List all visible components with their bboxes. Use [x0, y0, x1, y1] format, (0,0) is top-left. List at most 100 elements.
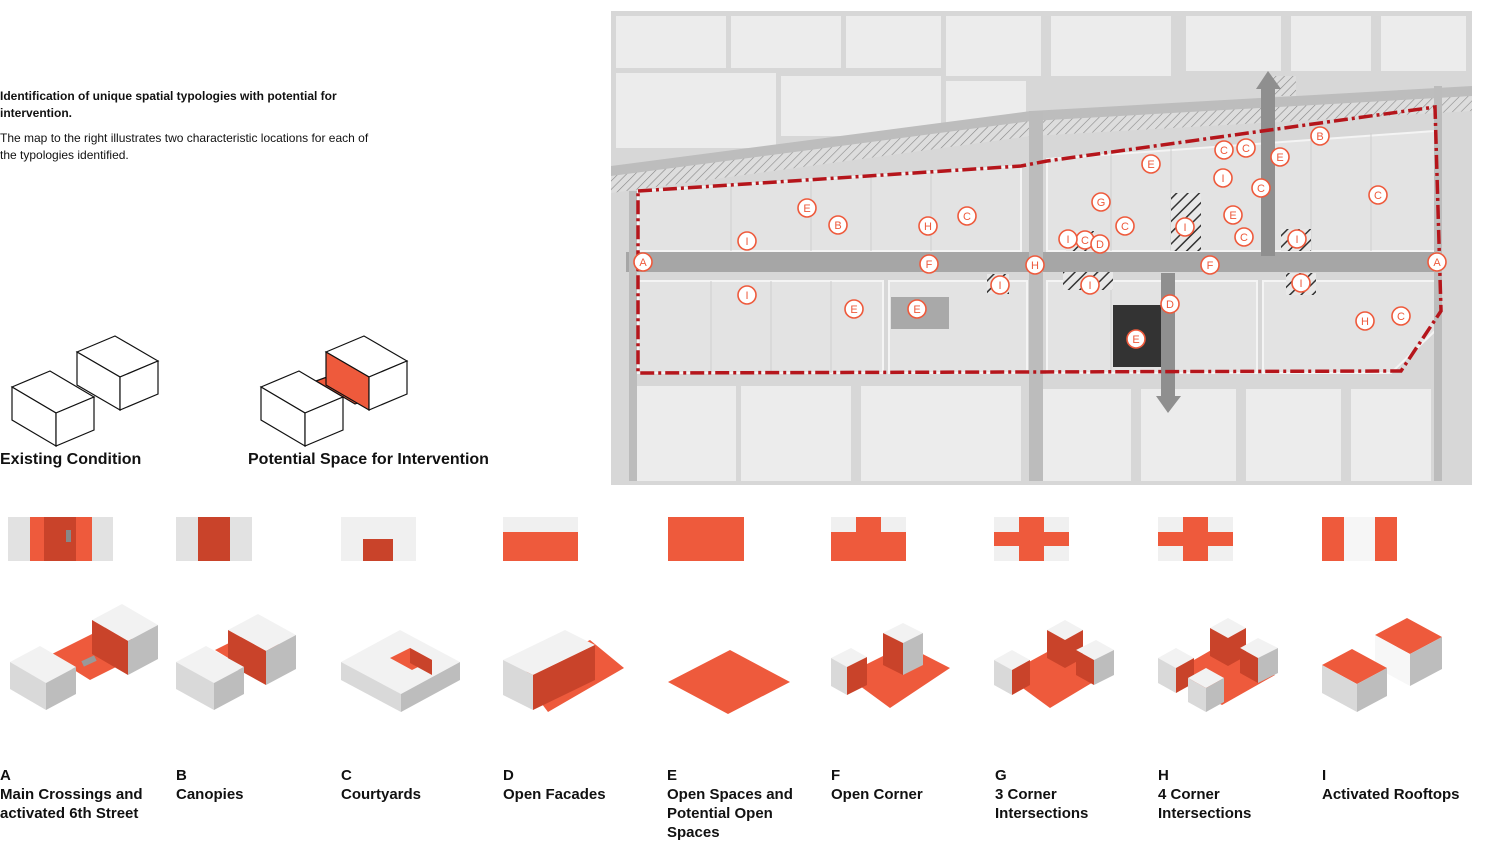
axo-c — [341, 630, 460, 712]
map-marker-label: F — [1207, 260, 1214, 272]
map-marker-label: E — [913, 304, 920, 316]
plan-d — [503, 517, 578, 561]
map-marker-label: E — [850, 304, 857, 316]
legend-potential-label: Potential Space for Intervention — [248, 451, 489, 468]
axo-a — [10, 604, 158, 710]
typology-letter: C — [341, 767, 352, 784]
map-marker-label: B — [834, 220, 841, 232]
typology-axonometrics — [10, 604, 1442, 714]
map-marker-label: C — [1397, 311, 1405, 323]
plan-h — [1158, 517, 1233, 561]
map-marker-c — [1115, 216, 1135, 236]
map-marker-label: G — [1097, 197, 1106, 209]
plan-f — [831, 517, 906, 561]
typology-letter: B — [176, 767, 187, 784]
map-marker-e — [1223, 205, 1243, 225]
axo-d — [503, 630, 624, 712]
map-marker-i — [1058, 229, 1078, 249]
map-marker-h — [1355, 311, 1375, 331]
map-marker-f — [919, 254, 939, 274]
map-marker-c — [1391, 306, 1411, 326]
map-marker-i — [737, 285, 757, 305]
typology-label-a: A Main Crossings and activated 6th Stree… — [0, 766, 158, 823]
map-marker-c — [1236, 138, 1256, 158]
map-marker-label: I — [1299, 278, 1302, 290]
map-marker-i — [737, 231, 757, 251]
typology-label-f: F Open Corner — [831, 766, 989, 804]
axo-h — [1158, 618, 1278, 712]
plan-b — [176, 517, 252, 561]
map-marker-label: E — [1147, 159, 1154, 171]
typology-name: 3 Corner Intersections — [995, 786, 1089, 822]
map-marker-f — [1200, 255, 1220, 275]
map-marker-label: H — [1361, 316, 1369, 328]
typology-letter: E — [667, 767, 678, 784]
map-marker-label: I — [1088, 280, 1091, 292]
map-marker-e — [844, 299, 864, 319]
typology-label-c: C Courtyards — [341, 766, 499, 804]
typology-letter: D — [503, 767, 514, 784]
map-marker-h — [1025, 255, 1045, 275]
map-marker-label: I — [745, 290, 748, 302]
map-marker-label: C — [1257, 183, 1265, 195]
plan-i — [1322, 517, 1397, 561]
map-marker-label: E — [1229, 210, 1236, 222]
axo-e — [668, 650, 790, 714]
typology-letter: G — [995, 767, 1007, 784]
legend-potential-illustration — [259, 335, 409, 448]
map-marker-e — [907, 299, 927, 319]
map-marker-d — [1160, 294, 1180, 314]
map-marker-h — [918, 216, 938, 236]
map-marker-d — [1090, 234, 1110, 254]
map-marker-label: E — [1132, 334, 1139, 346]
typology-letter: A — [0, 767, 11, 784]
map-marker-a — [633, 252, 653, 272]
map-marker-label: B — [1316, 131, 1323, 143]
map-marker-c — [1234, 227, 1254, 247]
map-marker-i — [1213, 168, 1233, 188]
map-marker-e — [1141, 154, 1161, 174]
map-marker-label: C — [1240, 232, 1248, 244]
map-marker-e — [1126, 329, 1146, 349]
map-marker-label: I — [1183, 222, 1186, 234]
typology-name: Activated Rooftops — [1322, 786, 1460, 803]
map-marker-label: I — [1295, 234, 1298, 246]
map-marker-label: E — [1276, 152, 1283, 164]
map-marker-label: C — [1220, 145, 1228, 157]
map-marker-b — [828, 215, 848, 235]
plan-e — [668, 517, 744, 561]
typology-name: Open Spaces and Potential Open Spaces — [667, 786, 793, 841]
map-marker-label: I — [1066, 234, 1069, 246]
typology-letter: F — [831, 767, 841, 784]
map-marker-label: F — [926, 259, 933, 271]
map-marker-e — [1270, 147, 1290, 167]
map-marker-c — [957, 206, 977, 226]
map-marker-g — [1091, 192, 1111, 212]
map-marker-i — [1291, 273, 1311, 293]
map-marker-i — [1080, 275, 1100, 295]
map-marker-label: I — [1221, 173, 1224, 185]
legend-existing-illustration — [10, 335, 160, 448]
map-marker-label: C — [963, 211, 971, 223]
map-marker-label: E — [803, 203, 810, 215]
map-marker-label: D — [1166, 299, 1174, 311]
typology-plans — [8, 517, 1397, 561]
axo-g — [994, 620, 1114, 708]
typology-name: Courtyards — [341, 786, 422, 803]
axo-f — [831, 623, 950, 708]
typology-name: Canopies — [176, 786, 244, 803]
map-marker-label: C — [1081, 235, 1089, 247]
intro-body: The map to the right illustrates two cha… — [0, 131, 369, 162]
map-marker-label: C — [1374, 190, 1382, 202]
plan-a — [8, 517, 113, 561]
map-marker-c — [1251, 178, 1271, 198]
cross-streets — [629, 86, 1442, 481]
map-marker-b — [1310, 126, 1330, 146]
axo-i — [1322, 618, 1442, 712]
typology-letter: I — [1322, 767, 1327, 784]
map-marker-label: H — [1031, 260, 1039, 272]
map-marker-c — [1214, 140, 1234, 160]
typology-label-e: E Open Spaces and Potential Open Spaces — [667, 766, 825, 842]
plan-g — [994, 517, 1069, 561]
